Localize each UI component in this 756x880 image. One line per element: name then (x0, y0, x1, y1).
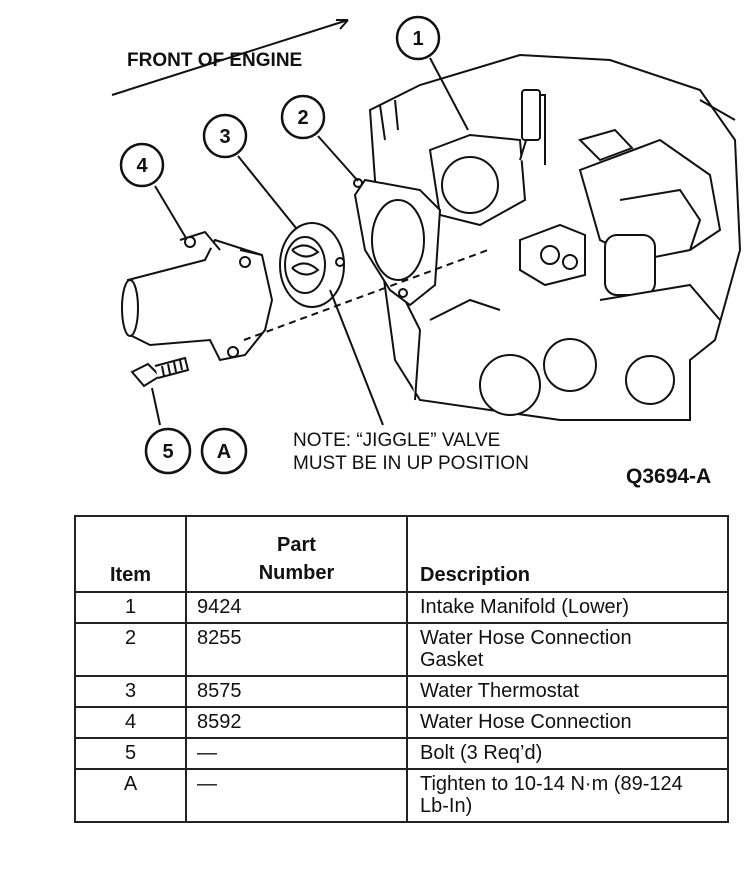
row-item: 2 (74, 622, 187, 677)
row-description-line1: Water Thermostat (420, 680, 579, 702)
row-part-number: 8255 (185, 622, 408, 677)
row-description: Tighten to 10-14 N·m (89-124 Lb-In) (406, 768, 729, 823)
header-item: Item (74, 515, 187, 593)
table-row: 3 8575 Water Thermostat (74, 675, 729, 708)
svg-text:5: 5 (162, 441, 173, 463)
callout-1: 1 (395, 15, 441, 61)
svg-text:1: 1 (412, 28, 423, 50)
row-description-line2: Gasket (420, 649, 484, 671)
table-row: 1 9424 Intake Manifold (Lower) (74, 591, 729, 624)
header-part-number: Part Number (185, 515, 408, 593)
row-description: Bolt (3 Req’d) (406, 737, 729, 770)
row-description-line2: Lb-In) (420, 795, 473, 817)
leader-lines (151, 57, 489, 426)
row-part-number: 8575 (185, 675, 408, 708)
row-item: 4 (74, 706, 187, 739)
table-row: 5 — Bolt (3 Req’d) (74, 737, 729, 770)
row-description-line1: Bolt (3 Req’d) (420, 742, 543, 764)
row-description-line1: Intake Manifold (Lower) (420, 596, 629, 618)
row-part-number: 8592 (185, 706, 408, 739)
front-of-engine-arrow (111, 19, 349, 96)
table-row: 4 8592 Water Hose Connection (74, 706, 729, 739)
thermostat-drawing (279, 222, 345, 308)
figure-code: Q3694-A (626, 465, 711, 488)
table-header-row: Item Part Number Description (74, 515, 729, 593)
water-hose-connection-drawing (121, 230, 274, 362)
svg-text:2: 2 (297, 107, 308, 129)
callout-4: 4 (119, 142, 165, 188)
header-part-line2: Number (258, 562, 335, 584)
table-row: A — Tighten to 10-14 N·m (89-124 Lb-In) (74, 768, 729, 823)
svg-text:A: A (217, 441, 231, 463)
note-line-1: NOTE: “JIGGLE” VALVE (293, 430, 500, 451)
row-description: Water Hose Connection Gasket (406, 622, 729, 677)
callout-a: A (200, 427, 248, 475)
row-description: Water Hose Connection (406, 706, 729, 739)
gasket-drawing (353, 178, 442, 307)
front-of-engine-label: FRONT OF ENGINE (127, 50, 302, 71)
row-part-number: — (185, 768, 408, 823)
row-part-number: — (185, 737, 408, 770)
header-description: Description (406, 515, 729, 593)
row-description-line1: Water Hose Connection (420, 711, 632, 733)
note-line-2: MUST BE IN UP POSITION (293, 453, 529, 474)
intake-manifold-drawing (368, 53, 742, 421)
row-part-number: 9424 (185, 591, 408, 624)
bolt-drawing (130, 356, 190, 388)
row-item: 1 (74, 591, 187, 624)
header-part-line1: Part (277, 534, 316, 556)
callout-5: 5 (144, 427, 192, 475)
row-item: 3 (74, 675, 187, 708)
exploded-view-diagram: FRONT OF ENGINE (111, 15, 742, 488)
row-description-line1: Water Hose Connection (420, 627, 632, 649)
row-description-line1: Tighten to 10-14 N·m (89-124 (420, 773, 683, 795)
row-item: 5 (74, 737, 187, 770)
parts-table: Item Part Number Description 1 9424 Inta… (74, 515, 729, 823)
row-description: Intake Manifold (Lower) (406, 591, 729, 624)
svg-text:3: 3 (219, 126, 230, 148)
callout-3: 3 (202, 113, 248, 159)
row-description: Water Thermostat (406, 675, 729, 708)
table-row: 2 8255 Water Hose Connection Gasket (74, 622, 729, 677)
svg-text:4: 4 (136, 155, 148, 177)
row-item: A (74, 768, 187, 823)
callout-2: 2 (280, 94, 326, 140)
